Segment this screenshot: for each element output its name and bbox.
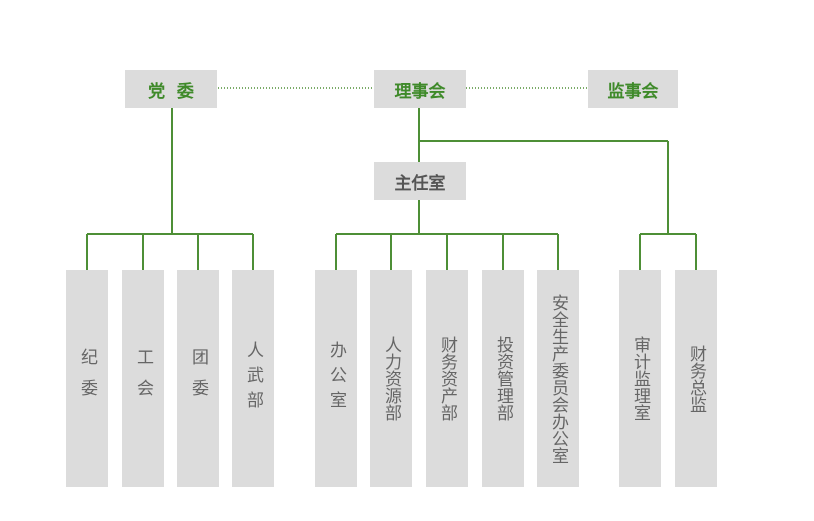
department-label: 审计监理室 <box>630 336 650 421</box>
department-label: 工会 <box>133 347 153 410</box>
department-label: 纪委 <box>77 347 97 410</box>
department-label: 人武部 <box>243 341 263 416</box>
supervisory-board-label: 监事会 <box>607 81 659 102</box>
board-box: 理事会 <box>374 70 466 108</box>
department-label: 投资管理部 <box>493 336 513 421</box>
supervisory-board-box: 监事会 <box>588 70 678 108</box>
department-box: 财务资产部 <box>426 270 468 487</box>
department-box: 人力资源部 <box>370 270 412 487</box>
director-office-label: 主任室 <box>394 173 446 194</box>
party-committee-label: 党 委 <box>148 81 194 102</box>
department-label: 财务资产部 <box>437 336 457 421</box>
department-label: 人力资源部 <box>381 336 401 421</box>
department-box: 投资管理部 <box>482 270 524 487</box>
director-office-box: 主任室 <box>374 162 466 200</box>
department-label: 安全生产委员会办公室 <box>548 293 568 464</box>
party-committee-box: 党 委 <box>125 70 217 108</box>
department-label: 团委 <box>188 347 208 410</box>
board-label: 理事会 <box>394 81 446 102</box>
department-box: 财务总监 <box>675 270 717 487</box>
department-box: 团委 <box>177 270 219 487</box>
department-label: 办公室 <box>326 341 346 416</box>
department-box: 人武部 <box>232 270 274 487</box>
department-box: 纪委 <box>66 270 108 487</box>
department-box: 办公室 <box>315 270 357 487</box>
department-box: 审计监理室 <box>619 270 661 487</box>
department-box: 工会 <box>122 270 164 487</box>
department-box: 安全生产委员会办公室 <box>537 270 579 487</box>
department-label: 财务总监 <box>686 344 706 413</box>
